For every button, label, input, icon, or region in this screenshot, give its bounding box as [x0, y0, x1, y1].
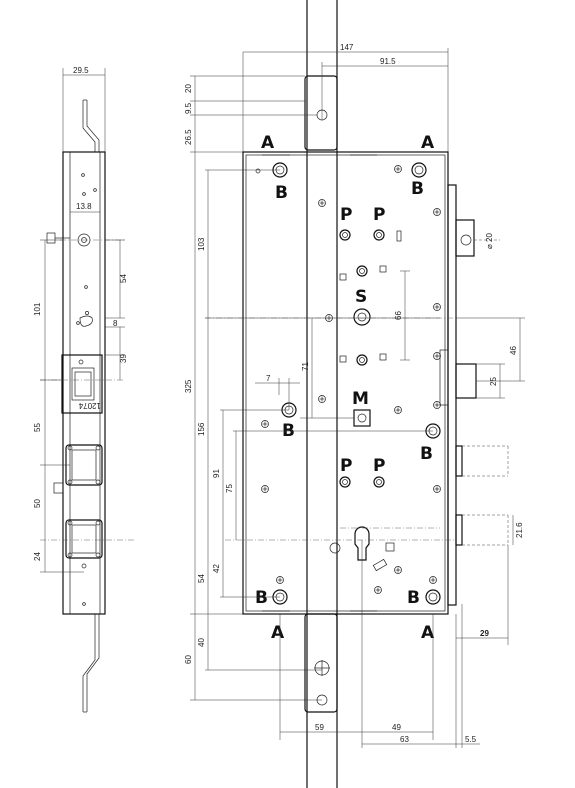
dim-42: 42: [212, 564, 221, 573]
dim-40: 40: [197, 638, 206, 647]
cross-marks: [261, 165, 441, 594]
b-hole: [411, 162, 427, 178]
dim-55: 55: [33, 423, 42, 432]
dim-20-top: 20: [184, 84, 193, 93]
side-view: 29.5 13.8 54 101: [33, 66, 135, 713]
dim-25: 25: [489, 377, 498, 386]
label-a-top-left: A: [261, 133, 275, 153]
dim-66: 66: [394, 311, 403, 320]
dim-39: 39: [119, 354, 128, 363]
label-p-bottom-left: P: [340, 456, 352, 476]
dim-8: 8: [113, 319, 118, 328]
label-b-top-right: B: [411, 179, 424, 199]
dim-75: 75: [225, 484, 234, 493]
label-b-top-left: B: [275, 183, 288, 203]
dim-50: 50: [33, 499, 42, 508]
dim-46: 46: [509, 346, 518, 355]
dim-101: 101: [33, 302, 42, 316]
label-m: M: [352, 389, 369, 409]
dim-29-5: 29.5: [73, 66, 89, 75]
label-p-bottom-right: P: [373, 456, 385, 476]
dim-7: 7: [266, 374, 271, 383]
dim-26-5: 26.5: [184, 129, 193, 145]
front-view: 147 91.5 20 9.5 26.5 A A A A: [184, 0, 525, 788]
dim-diam-20: ⌀ 20: [485, 233, 494, 249]
dim-9-5: 9.5: [184, 102, 193, 114]
dim-13-8: 13.8: [76, 202, 92, 211]
dim-147: 147: [340, 43, 354, 52]
dim-49: 49: [392, 723, 401, 732]
b-hole: [425, 589, 441, 605]
label-s: S: [355, 287, 367, 307]
label-b-bottom-left: B: [255, 588, 268, 608]
dim-71: 71: [301, 362, 310, 371]
label-a-bottom-left: A: [271, 623, 285, 643]
dim-5-5: 5.5: [465, 735, 477, 744]
dim-54-main: 54: [197, 574, 206, 583]
dim-63: 63: [400, 735, 409, 744]
label-a-top-right: A: [421, 133, 435, 153]
dim-91: 91: [212, 469, 221, 478]
dim-21-6: 21.6: [515, 522, 524, 538]
side-faceplate: [62, 151, 106, 615]
label-a-bottom-right: A: [421, 623, 435, 643]
dim-91-5: 91.5: [380, 57, 396, 66]
dim-60: 60: [184, 655, 193, 664]
side-marking: 12074: [78, 401, 101, 410]
label-p-top-left: P: [340, 205, 352, 225]
label-p-top-right: P: [373, 205, 385, 225]
dim-29: 29: [480, 629, 489, 638]
dim-54-left: 54: [119, 274, 128, 283]
dim-156: 156: [197, 422, 206, 436]
label-b-mid-right: B: [420, 444, 433, 464]
dim-325: 325: [184, 379, 193, 393]
dim-59: 59: [315, 723, 324, 732]
dim-103: 103: [197, 237, 206, 251]
label-b-bottom-right: B: [407, 588, 420, 608]
dim-24: 24: [33, 552, 42, 561]
